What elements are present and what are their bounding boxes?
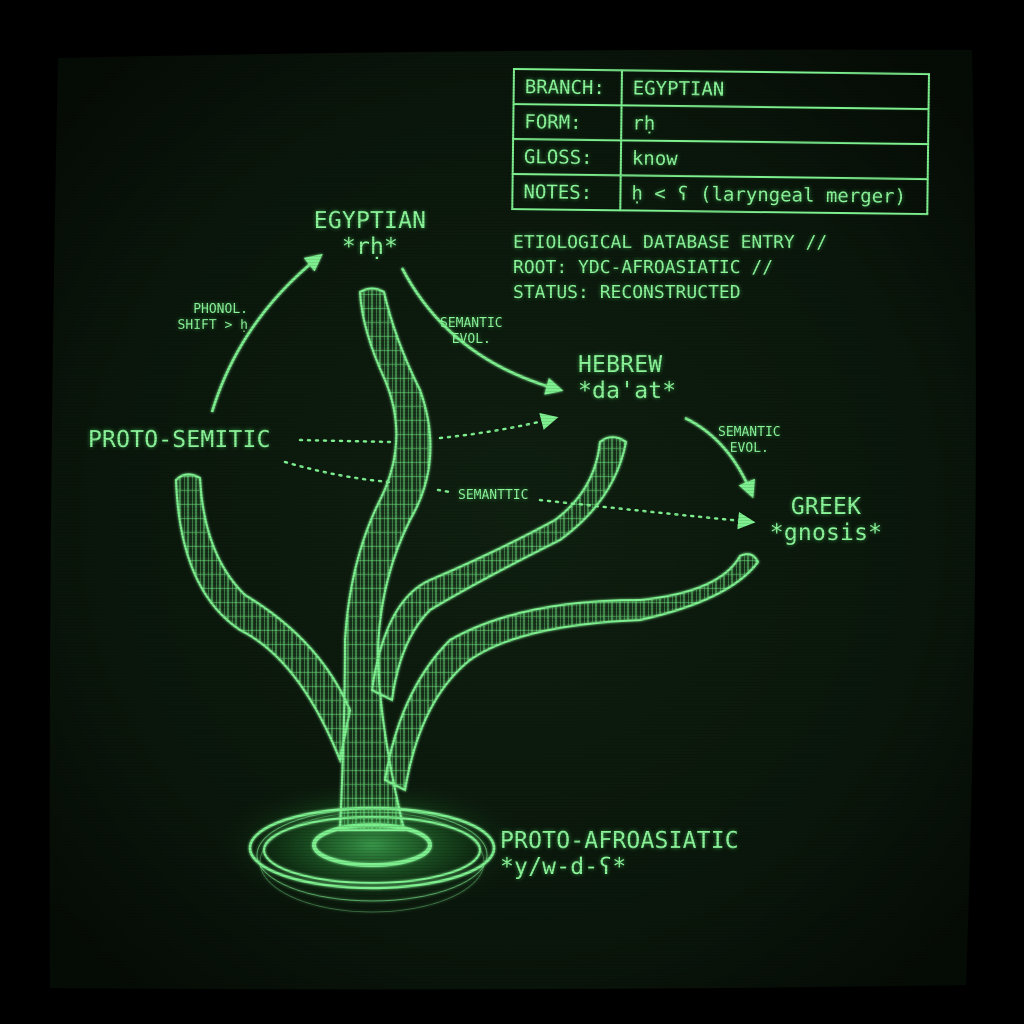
node-form: *rḥ* <box>341 234 399 260</box>
node-name: HEBREW <box>578 352 663 378</box>
node-hebrew: HEBREW *da'at* <box>578 352 676 404</box>
base-glow <box>212 775 532 915</box>
info-line-entry: ETIOLOGICAL DATABASE ENTRY // <box>513 232 828 253</box>
info-line-status: STATUS: RECONSTRUCTED <box>513 282 741 303</box>
node-name: GREEK <box>790 494 862 520</box>
edge-label-semantic-evol-2: SEMANTIC EVOL. <box>718 425 781 457</box>
edge-label-phonol-shift: PHONOL. SHIFT > ḥ <box>168 302 248 334</box>
node-form: *y/w-d-ʕ* <box>500 854 627 880</box>
table-row: GLOSS: know <box>512 139 929 180</box>
table-key: NOTES: <box>512 174 621 211</box>
node-proto-afroasiatic: PROTO-AFROASIATIC *y/w-d-ʕ* <box>500 828 739 880</box>
screen-surface <box>49 49 976 990</box>
table-row: NOTES: ḥ < ʕ (laryngeal merger) <box>512 174 928 215</box>
table-key: BRANCH: <box>513 69 622 106</box>
dotted-arrow-to-hebrew <box>438 412 559 440</box>
edge-label-line: PHONOL. <box>193 302 248 317</box>
root-tree-icon <box>174 287 760 831</box>
node-name: PROTO-AFROASIATIC <box>500 828 739 854</box>
dotted-line-ps-3 <box>436 488 452 494</box>
table-value: ḥ < ʕ (laryngeal merger) <box>620 175 928 215</box>
node-egyptian: EGYPTIAN *rḥ* <box>310 208 430 260</box>
arrow-semantic-evol-hebrew <box>400 267 564 395</box>
arrow-semantic-evol-greek <box>684 416 755 499</box>
arrow-phonol-shift <box>210 253 323 413</box>
table-value: rḥ <box>621 105 929 145</box>
edge-label-semantic-evol-1: SEMANTIC EVOL. <box>440 316 503 348</box>
node-form: *da'at* <box>578 378 677 404</box>
info-line-root: ROOT: YDC-AFROASIATIC // <box>513 257 774 278</box>
table-key: FORM: <box>513 104 622 141</box>
node-proto-semitic: PROTO-SEMITIC <box>88 427 271 453</box>
table-value: know <box>620 140 929 180</box>
table-key: GLOSS: <box>512 139 622 176</box>
edge-label-line: SEMANTIC <box>718 425 781 440</box>
table-value: EGYPTIAN <box>621 70 929 110</box>
edge-label-line: SEMANTIC <box>440 316 503 331</box>
node-name: PROTO-SEMITIC <box>88 427 271 453</box>
dotted-arrow-to-greek <box>538 498 756 530</box>
dotted-line-ps-1 <box>298 438 392 444</box>
node-form: *gnosis* <box>769 520 883 546</box>
edge-label-line: EVOL. <box>451 332 491 347</box>
info-block: ETIOLOGICAL DATABASE ENTRY // ROOT: YDC-… <box>513 230 827 305</box>
edge-label-semanttic: SEMANTTIC <box>458 488 529 503</box>
etymology-entry-table: BRANCH: EGYPTIAN FORM: rḥ GLOSS: know NO… <box>511 68 930 215</box>
table-row: FORM: rḥ <box>513 104 929 145</box>
dotted-line-ps-2 <box>283 460 392 484</box>
node-name: EGYPTIAN <box>313 208 427 234</box>
node-greek: GREEK *gnosis* <box>766 494 886 546</box>
edge-label-line: EVOL. <box>729 441 769 456</box>
edge-label-line: SHIFT > ḥ <box>177 318 248 333</box>
table-row: BRANCH: EGYPTIAN <box>513 69 929 110</box>
